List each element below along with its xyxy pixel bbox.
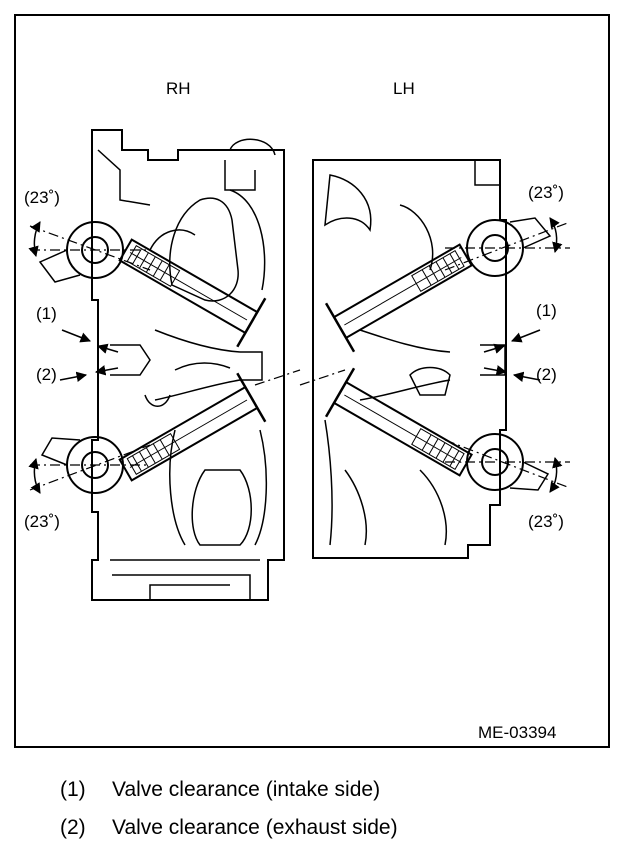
angle-label-lh-bottom: (23˚) (528, 512, 564, 531)
angle-label-rh-bottom: (23˚) (24, 512, 60, 531)
angle-label-rh-top: (23˚) (24, 188, 60, 207)
legend-text: Valve clearance (exhaust side) (112, 816, 398, 839)
legend-text: Valve clearance (intake side) (112, 778, 381, 801)
rh-label: RH (166, 79, 191, 98)
callout-2-lh: (2) (536, 365, 557, 384)
angle-arcs (28, 217, 563, 494)
legend-number: (1) (60, 778, 86, 801)
figure-id: ME-03394 (478, 723, 557, 742)
lh-label: LH (393, 79, 415, 98)
callout-1-lh: (1) (536, 301, 557, 320)
lh-cylinder-head (312, 159, 552, 559)
clearance-arrows (59, 329, 541, 382)
callout-1-rh: (1) (36, 304, 57, 323)
legend-item-1: (1) Valve clearance (intake side) (60, 778, 380, 802)
legend-number: (2) (60, 816, 86, 839)
rh-cylinder-head (38, 129, 285, 601)
figure-frame (14, 14, 610, 748)
legend-item-2: (2) Valve clearance (exhaust side) (60, 816, 398, 840)
angle-reference-lines (29, 221, 571, 491)
callout-2-rh: (2) (36, 365, 57, 384)
angle-label-lh-top: (23˚) (528, 183, 564, 202)
